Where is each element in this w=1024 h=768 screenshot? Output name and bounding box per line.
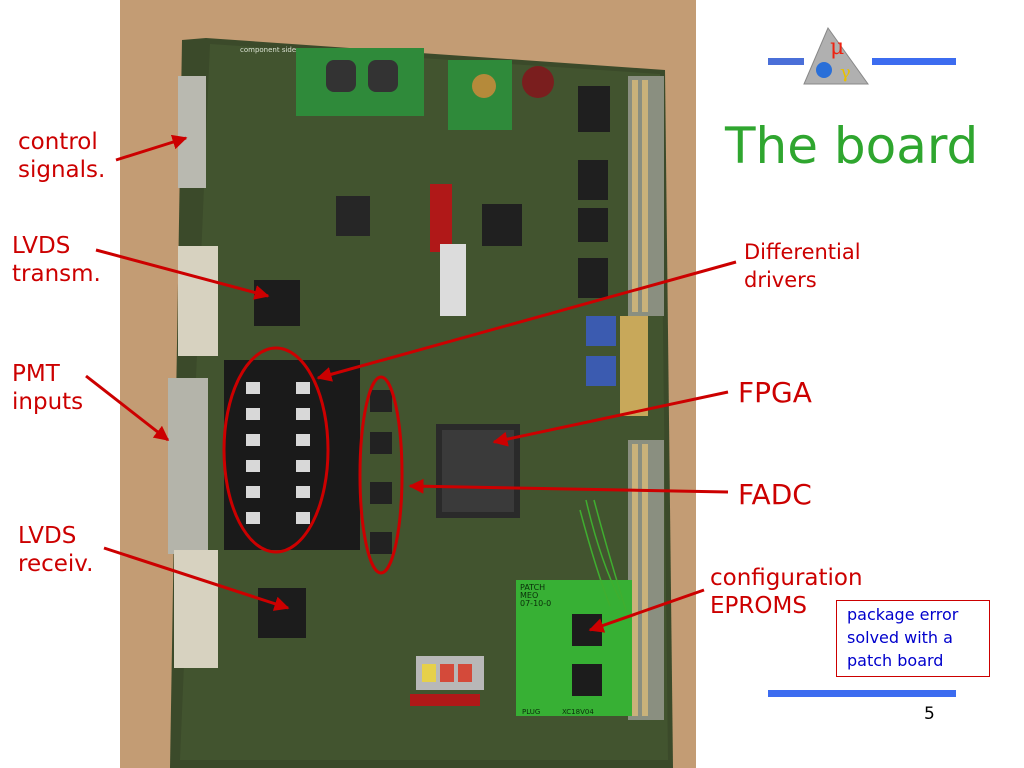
- logo-icon: μ γ: [768, 26, 956, 85]
- label-line: inputs: [12, 389, 84, 415]
- label-line: transm.: [12, 261, 101, 287]
- arrow-fpga: [492, 390, 729, 447]
- note-line: solved with a: [847, 628, 953, 647]
- label-line: drivers: [744, 268, 817, 292]
- arrow-lvds-transm: [95, 248, 270, 300]
- ellipse-fadc: [358, 375, 404, 575]
- silkscreen-xc: XC18V04: [562, 708, 594, 716]
- ellipse-pmt-inputs: [222, 346, 330, 554]
- arrow-control-signals: [115, 134, 188, 162]
- label-control-signals: control signals.: [18, 128, 105, 184]
- silkscreen-component-side: component side: [240, 46, 296, 54]
- note-line: patch board: [847, 651, 944, 670]
- arrow-configuration-eproms: [588, 588, 705, 633]
- label-lvds-receiv: LVDS receiv.: [18, 522, 93, 578]
- note-box: package error solved with a patch board: [836, 600, 990, 677]
- label-line: LVDS: [12, 233, 71, 259]
- svg-text:μ: μ: [830, 35, 844, 60]
- label-line: configuration: [710, 565, 863, 591]
- label-line: Differential: [744, 240, 861, 264]
- label-line: EPROMS: [710, 593, 807, 619]
- label-fpga: FPGA: [738, 376, 812, 409]
- svg-text:γ: γ: [840, 62, 851, 83]
- arrow-fadc: [408, 478, 729, 494]
- page-number: 5: [924, 704, 935, 724]
- silkscreen-patch-1: PATCH: [520, 583, 545, 592]
- label-pmt-inputs: PMT inputs: [12, 360, 83, 416]
- label-configuration-eproms: configuration EPROMS: [710, 564, 863, 620]
- board-photo: component side PATCH MEO 07-10-0 PLUG XC…: [120, 0, 696, 768]
- label-line: PMT: [12, 361, 60, 387]
- page-title: The board: [725, 117, 979, 175]
- silkscreen-patch-3: 07-10-0: [520, 599, 551, 608]
- label-line: LVDS: [18, 523, 77, 549]
- label-lvds-transm: LVDS transm.: [12, 232, 101, 288]
- label-fadc: FADC: [738, 478, 812, 511]
- arrow-lvds-receiv: [103, 546, 290, 611]
- arrow-pmt-inputs: [85, 374, 170, 442]
- label-differential-drivers: Differential drivers: [744, 238, 861, 294]
- note-line: package error: [847, 605, 959, 624]
- silkscreen-patch-2: MEO: [520, 591, 538, 600]
- silkscreen-plug: PLUG: [522, 708, 540, 716]
- label-line: signals.: [18, 157, 106, 183]
- label-line: receiv.: [18, 551, 94, 577]
- footer-bar: [768, 690, 956, 697]
- arrow-differential-drivers: [316, 260, 737, 382]
- label-line: control: [18, 129, 98, 155]
